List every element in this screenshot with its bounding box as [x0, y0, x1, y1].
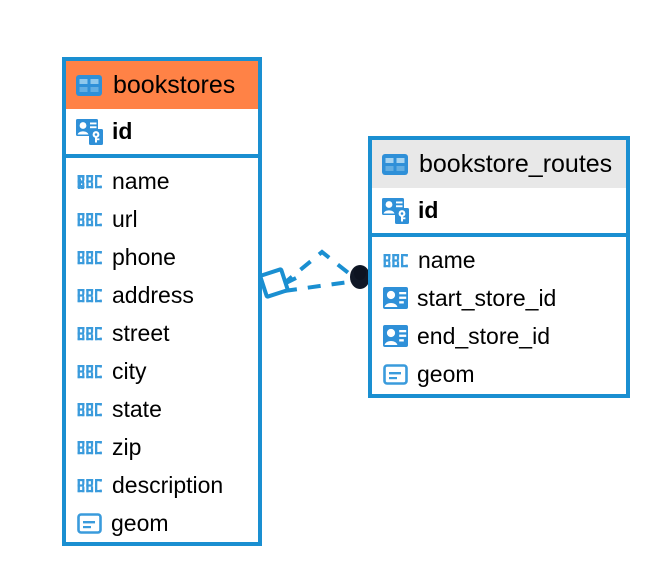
- field-label: street: [112, 319, 170, 346]
- primary-key-icon: [76, 119, 103, 145]
- text-type-icon: [77, 440, 102, 454]
- entity-header-bookstore-routes[interactable]: bookstore_routes: [372, 140, 626, 188]
- field-label: geom: [111, 509, 169, 536]
- filled-circle-endpoint-icon[interactable]: [350, 265, 370, 289]
- field-row-zip[interactable]: zip: [66, 428, 258, 466]
- field-row-end-store-id[interactable]: end_store_id: [372, 317, 626, 355]
- field-row-primary-key[interactable]: id: [66, 109, 258, 158]
- field-label: id: [112, 118, 133, 144]
- field-row-name[interactable]: name: [66, 162, 258, 200]
- field-row-phone[interactable]: phone: [66, 238, 258, 276]
- field-label: geom: [417, 360, 475, 387]
- field-label: end_store_id: [417, 322, 550, 349]
- entity-title: bookstores: [113, 70, 236, 99]
- field-row-name[interactable]: name: [372, 241, 626, 279]
- text-type-icon: [77, 288, 102, 302]
- field-label: id: [418, 197, 439, 223]
- field-label: name: [418, 246, 476, 273]
- field-label: zip: [112, 433, 142, 460]
- diamond-handle-icon[interactable]: [258, 267, 297, 299]
- field-label: state: [112, 395, 162, 422]
- text-type-icon: [77, 174, 102, 189]
- text-type-icon: [77, 364, 102, 378]
- field-label: phone: [112, 243, 176, 270]
- text-type-icon: [77, 250, 102, 264]
- field-label: city: [112, 357, 147, 384]
- field-row-geom[interactable]: geom: [66, 504, 258, 542]
- text-type-icon: [383, 253, 408, 267]
- entity-header-bookstores[interactable]: bookstores: [66, 61, 258, 109]
- text-type-icon: [77, 212, 102, 226]
- relationship-line-upper: [280, 249, 358, 287]
- field-row-start-store-id[interactable]: start_store_id: [372, 279, 626, 317]
- field-row-primary-key[interactable]: id: [372, 188, 626, 237]
- entity-bookstores[interactable]: bookstores id: [62, 57, 262, 546]
- text-type-icon: [77, 478, 102, 492]
- field-label: description: [112, 471, 224, 498]
- field-list-bookstore-routes: name start_store_id: [372, 237, 626, 395]
- relationship-line-lower: [283, 279, 357, 293]
- text-type-icon: [77, 326, 102, 340]
- table-icon: [76, 74, 102, 96]
- field-row-street[interactable]: street: [66, 314, 258, 352]
- field-label: start_store_id: [417, 284, 557, 311]
- text-type-icon: [77, 402, 102, 416]
- field-row-city[interactable]: city: [66, 352, 258, 390]
- field-row-state[interactable]: state: [66, 390, 258, 428]
- field-label: name: [112, 167, 170, 194]
- field-row-geom[interactable]: geom: [372, 355, 626, 393]
- field-row-description[interactable]: description: [66, 466, 258, 504]
- field-label: url: [112, 205, 138, 232]
- field-list-bookstores: name: [66, 158, 258, 544]
- geometry-type-icon: [77, 512, 102, 534]
- foreign-key-icon: [383, 325, 408, 347]
- field-row-url[interactable]: url: [66, 200, 258, 238]
- geometry-type-icon: [383, 363, 408, 385]
- field-row-address[interactable]: address: [66, 276, 258, 314]
- primary-key-icon: [382, 198, 409, 224]
- foreign-key-icon: [383, 287, 408, 309]
- table-icon: [382, 153, 408, 175]
- entity-bookstore-routes[interactable]: bookstore_routes id: [368, 136, 630, 398]
- field-label: address: [112, 281, 194, 308]
- entity-title: bookstore_routes: [419, 149, 613, 178]
